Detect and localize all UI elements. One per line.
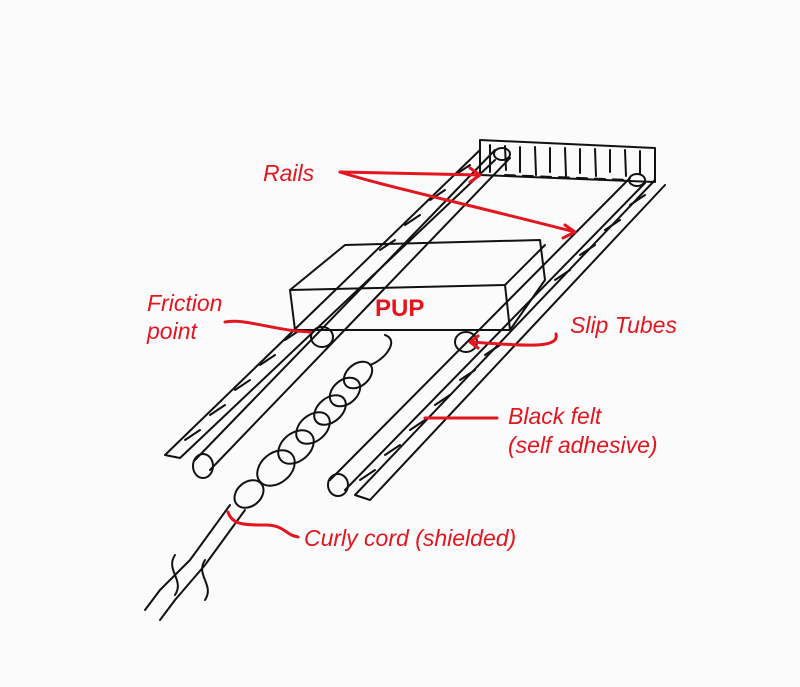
friction-leader (223, 319, 312, 334)
label-black-felt-1: Black felt (508, 403, 602, 429)
right-felt-strip (354, 179, 666, 501)
pup-block (289, 239, 546, 331)
curly-cord-leader (226, 510, 300, 539)
curly-cord (144, 334, 393, 621)
slip-tube-left (310, 326, 334, 348)
label-black-felt-2: (self adhesive) (508, 432, 658, 458)
slip-tubes-leader (468, 332, 558, 350)
label-rails: Rails (263, 160, 315, 186)
label-friction-point-1: Friction (147, 290, 223, 316)
left-rail (192, 147, 511, 479)
left-felt-strip (164, 149, 496, 459)
label-friction-point-2: point (147, 318, 197, 344)
end-plate (479, 139, 656, 183)
label-curly-cord: Curly cord (shielded) (304, 525, 517, 551)
rails-leader (338, 166, 577, 240)
label-pup: PUP (375, 295, 425, 322)
label-slip-tubes: Slip Tubes (570, 312, 677, 338)
